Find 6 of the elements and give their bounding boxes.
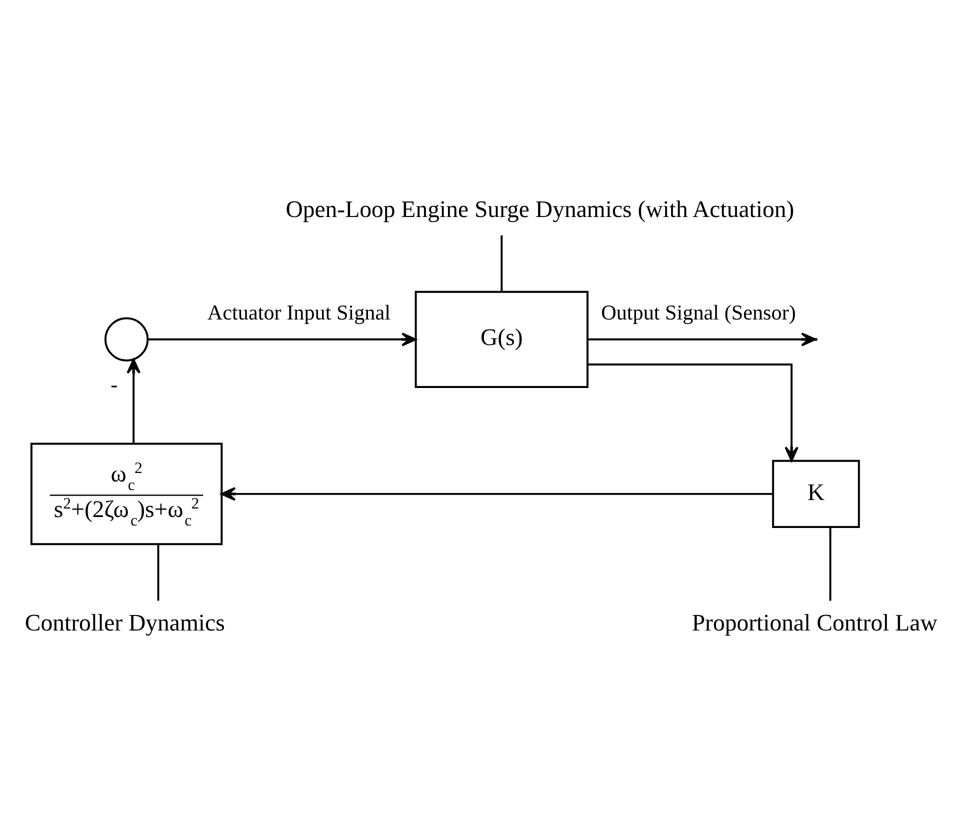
edge-label: - — [110, 372, 118, 396]
edge-label: Actuator Input Signal — [206, 300, 390, 324]
edge-label: Output Signal (Sensor) — [600, 300, 796, 324]
node-text: Proportional Control Law — [691, 610, 937, 636]
node-text: Controller Dynamics — [24, 610, 224, 636]
node-text: Open-Loop Engine Surge Dynamics (with Actuation) — [285, 196, 794, 223]
